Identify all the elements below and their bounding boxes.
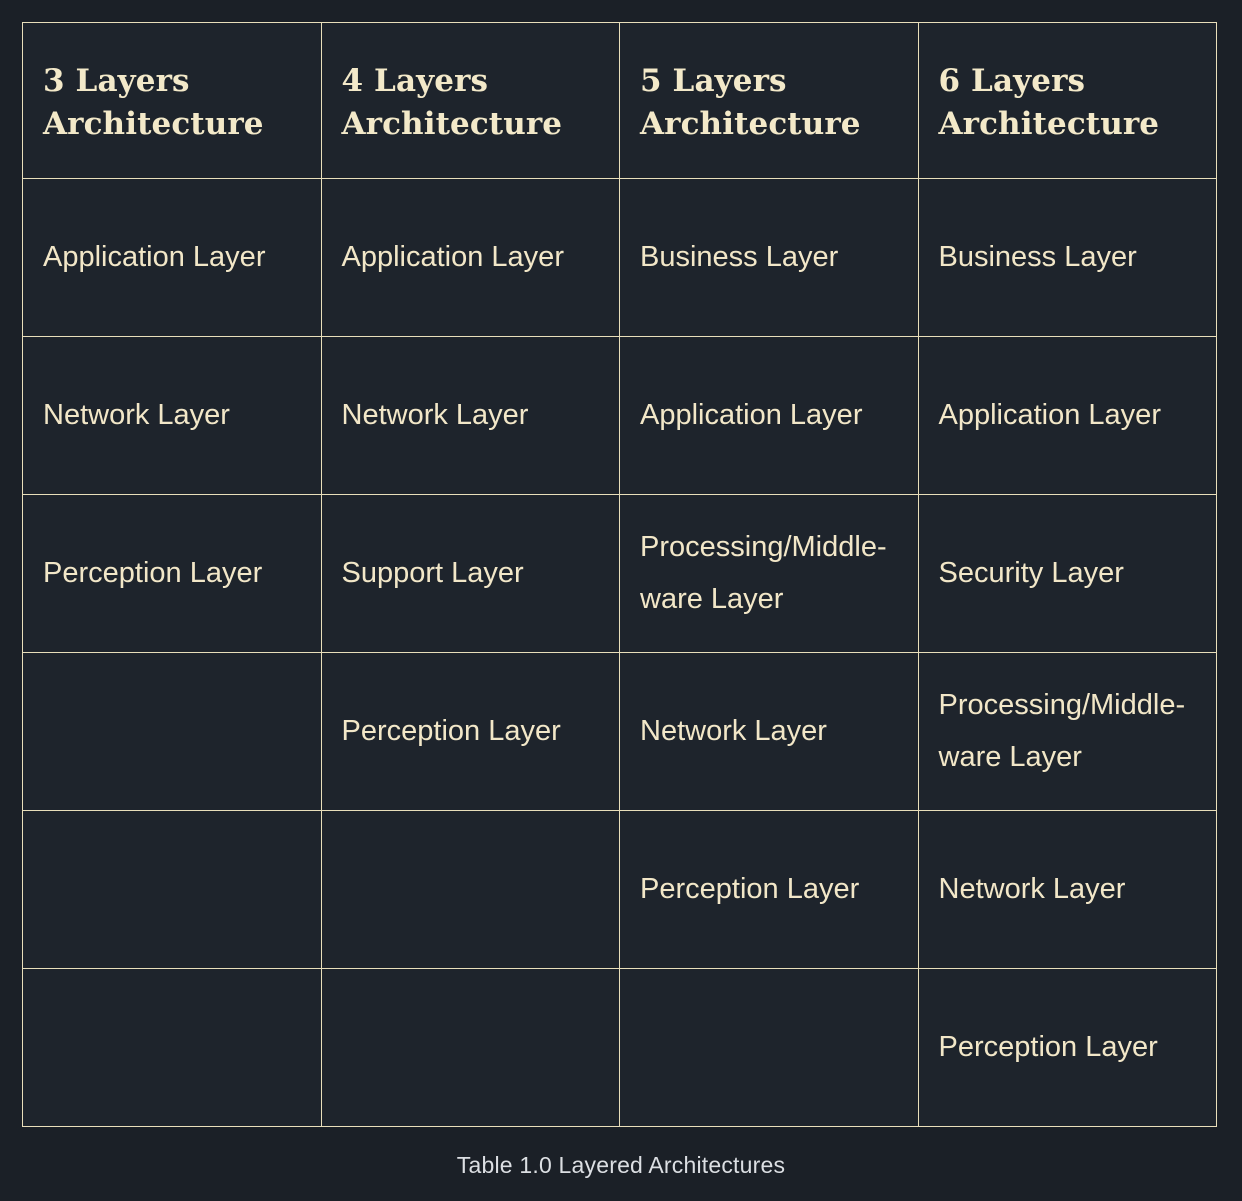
cell-r5-c3: Perception Layer	[917, 968, 1217, 1127]
cell-r5-c2	[619, 968, 919, 1127]
table-row: Perception Layer Support Layer Processin…	[22, 494, 1217, 653]
cell-r2-c2: Processing/Middle-ware Layer	[619, 494, 919, 653]
cell-r5-c1	[320, 968, 620, 1127]
cell-r2-c1: Support Layer	[320, 494, 620, 653]
column-header-5-layers: 5 Layers Architecture	[619, 22, 919, 179]
table-row: Network Layer Network Layer Application …	[22, 336, 1217, 495]
cell-r0-c3: Business Layer	[917, 178, 1217, 337]
table-header: 3 Layers Architecture 4 Layers Architect…	[22, 22, 1217, 179]
table-row: Application Layer Application Layer Busi…	[22, 178, 1217, 337]
cell-r3-c1: Perception Layer	[320, 652, 620, 811]
column-header-6-layers: 6 Layers Architecture	[917, 22, 1217, 179]
cell-r3-c2: Network Layer	[619, 652, 919, 811]
table-header-row: 3 Layers Architecture 4 Layers Architect…	[22, 22, 1217, 179]
cell-r1-c0: Network Layer	[22, 336, 322, 495]
cell-r5-c0	[22, 968, 322, 1127]
cell-r4-c0	[22, 810, 322, 969]
cell-r0-c2: Business Layer	[619, 178, 919, 337]
cell-r0-c0: Application Layer	[22, 178, 322, 337]
table-row: Perception Layer	[22, 968, 1217, 1127]
layered-architectures-table: 3 Layers Architecture 4 Layers Architect…	[22, 22, 1217, 1127]
table-row: Perception Layer Network Layer	[22, 810, 1217, 969]
cell-r4-c1	[320, 810, 620, 969]
layered-architectures-table-container: 3 Layers Architecture 4 Layers Architect…	[22, 22, 1217, 1127]
column-header-3-layers: 3 Layers Architecture	[22, 22, 322, 179]
cell-r1-c2: Application Layer	[619, 336, 919, 495]
cell-r3-c3: Processing/Middle-ware Layer	[917, 652, 1217, 811]
table-row: Perception Layer Network Layer Processin…	[22, 652, 1217, 811]
cell-r4-c2: Perception Layer	[619, 810, 919, 969]
cell-r2-c0: Perception Layer	[22, 494, 322, 653]
cell-r0-c1: Application Layer	[320, 178, 620, 337]
cell-r1-c3: Application Layer	[917, 336, 1217, 495]
table-body: Application Layer Application Layer Busi…	[22, 178, 1217, 1127]
cell-r3-c0	[22, 652, 322, 811]
column-header-4-layers: 4 Layers Architecture	[320, 22, 620, 179]
cell-r2-c3: Security Layer	[917, 494, 1217, 653]
cell-r4-c3: Network Layer	[917, 810, 1217, 969]
cell-r1-c1: Network Layer	[320, 336, 620, 495]
table-caption: Table 1.0 Layered Architectures	[456, 1152, 786, 1178]
